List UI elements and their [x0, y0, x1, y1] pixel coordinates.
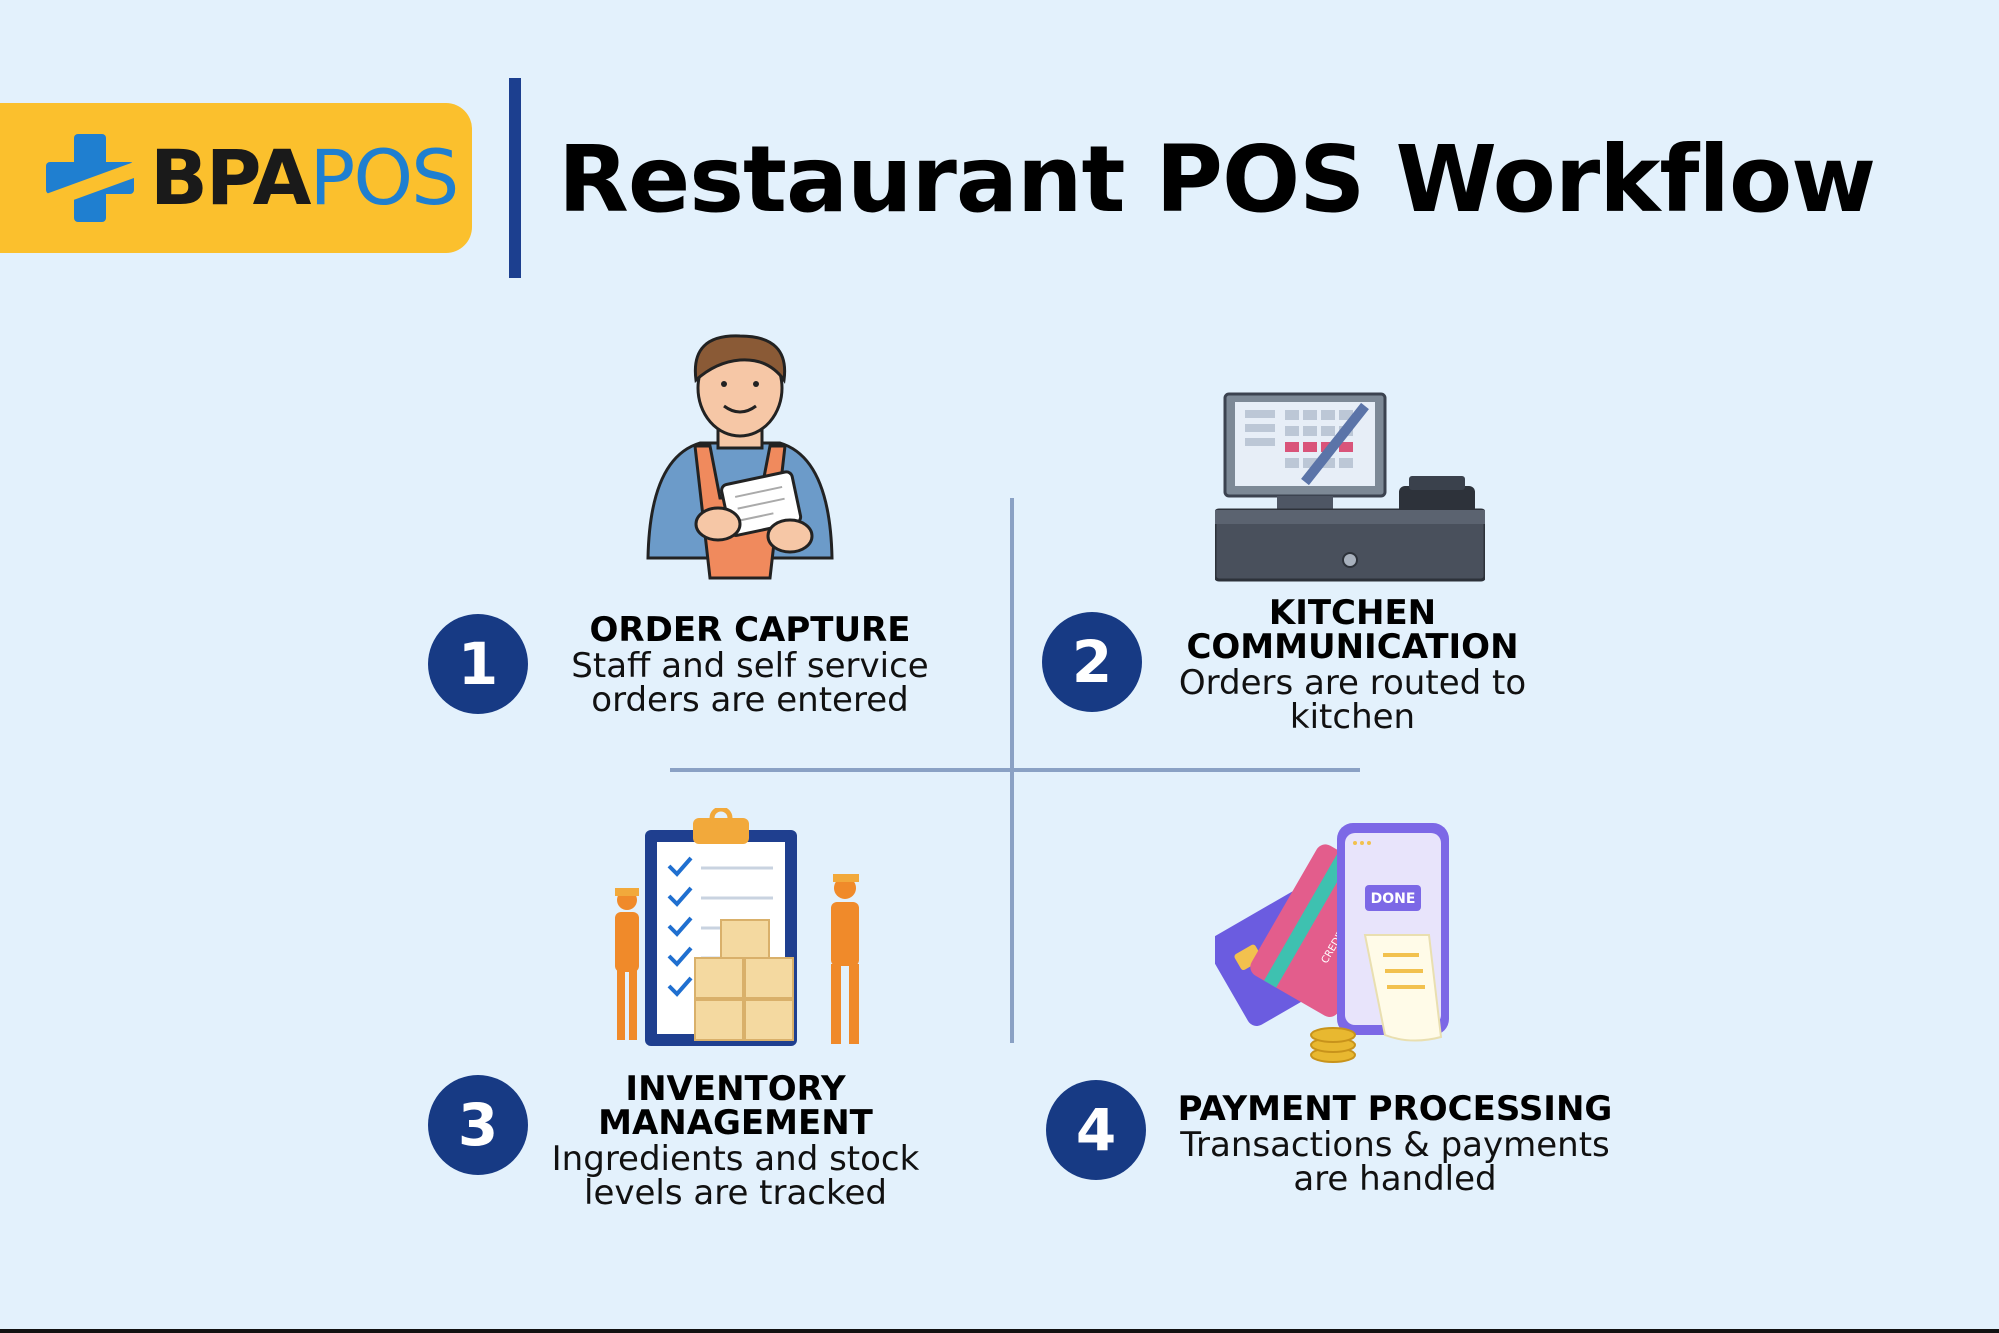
step-1-description: Staff and self service orders are entere… — [571, 646, 929, 720]
done-label: DONE — [1371, 891, 1416, 907]
title-divider — [509, 78, 521, 278]
step-2-description: Orders are routed to kitchen — [1178, 663, 1527, 737]
step-1-title: ORDER CAPTURE — [589, 610, 911, 650]
brand-logo: BPAPOS — [0, 103, 472, 253]
waiter-with-tablet-icon — [646, 334, 834, 580]
step-3-text: INVENTORY MANAGEMENT Ingredients and sto… — [528, 1072, 943, 1210]
horizontal-divider — [670, 768, 1360, 772]
step-4-title: PAYMENT PROCESSING — [1177, 1089, 1613, 1129]
step-number-2: 2 — [1042, 612, 1142, 712]
step-3-title: INVENTORY MANAGEMENT — [598, 1069, 873, 1143]
cross-logo-icon — [46, 134, 134, 222]
logo-bpa-text: BPA — [150, 133, 311, 222]
logo-wordmark: BPAPOS — [150, 137, 459, 219]
bottom-border — [0, 1329, 1999, 1333]
step-number-3: 3 — [428, 1075, 528, 1175]
payment-cards-icon: CREDIT CARD DONE — [1215, 823, 1449, 1063]
step-number-1: 1 — [428, 614, 528, 714]
pos-terminal-icon — [1215, 392, 1485, 582]
step-1-text: ORDER CAPTURE Staff and self service ord… — [540, 613, 960, 717]
step-2-text: KITCHEN COMMUNICATION Orders are routed … — [1150, 596, 1555, 734]
step-3-description: Ingredients and stock levels are tracked — [551, 1139, 920, 1213]
step-4-description: Transactions & payments are handled — [1180, 1125, 1610, 1199]
step-number-4: 4 — [1046, 1080, 1146, 1180]
logo-pos-text: POS — [309, 133, 459, 222]
step-2-title: KITCHEN COMMUNICATION — [1186, 593, 1519, 667]
inventory-checklist-icon — [615, 808, 859, 1046]
step-4-text: PAYMENT PROCESSING Transactions & paymen… — [1155, 1092, 1635, 1196]
page-title: Restaurant POS Workflow — [558, 126, 1876, 233]
